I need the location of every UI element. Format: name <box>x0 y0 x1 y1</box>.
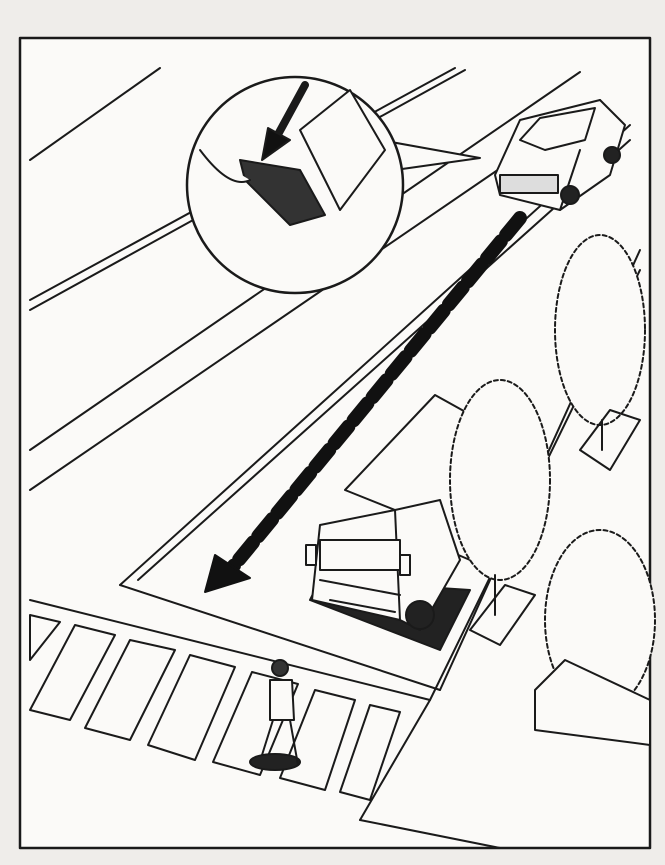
tree <box>554 234 646 426</box>
tree <box>449 379 551 581</box>
tree-trunks-and-planters <box>469 409 651 746</box>
arrowhead <box>204 554 251 593</box>
magnifier-inset-icon <box>185 75 481 295</box>
pedestrian <box>249 659 301 771</box>
brake-pedal-icon <box>199 89 386 226</box>
crosswalk <box>29 614 401 801</box>
truck <box>305 394 481 651</box>
direction-arrow-icon <box>225 211 527 575</box>
trees <box>449 234 656 711</box>
car <box>494 99 626 211</box>
